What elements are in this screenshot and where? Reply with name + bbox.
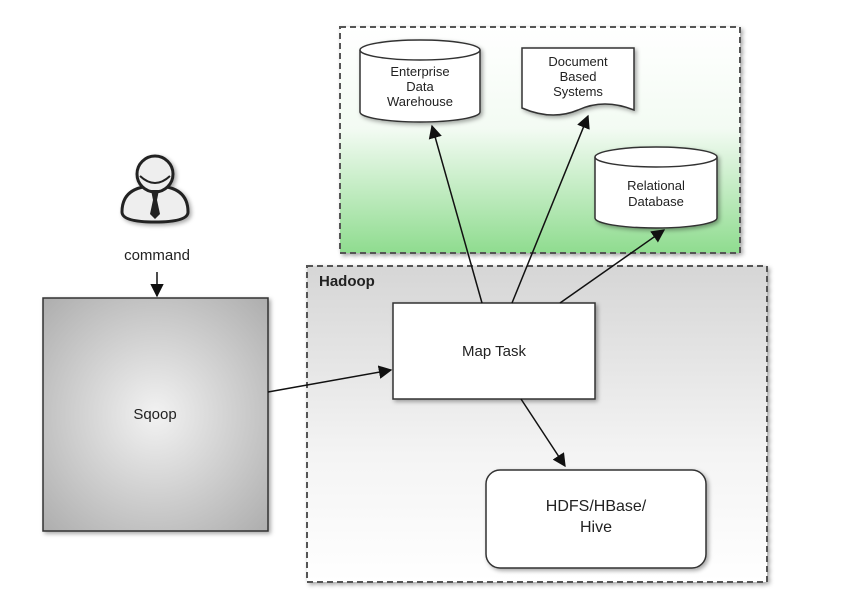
document-label-line-1: Document [548, 54, 608, 69]
arrow-sqoop-to-map-task [267, 365, 393, 393]
sqoop-box [42, 297, 269, 532]
hadoop-group-title: Hadoop [319, 273, 375, 290]
arrow-map-task-to-relational-db [559, 229, 666, 304]
enterprise-dw-label-line-2: Data [406, 79, 434, 94]
relational-label-line-2: Database [628, 194, 684, 209]
storage-label-line-1: HDFS/HBase/ [546, 498, 647, 515]
storage-label-line-2: Hive [580, 519, 612, 536]
enterprise-dw-label-line-3: Warehouse [387, 94, 453, 109]
document-based-systems [521, 47, 635, 116]
hdfs-hbase-hive-box [485, 469, 707, 569]
enterprise-dw-label-line-1: Enterprise [390, 64, 449, 79]
document-label-line-2: Based [560, 69, 597, 84]
command-label: command [124, 247, 190, 264]
arrow-map-task-to-storage [520, 398, 566, 468]
relational-database [594, 146, 718, 229]
relational-label-line-1: Relational [627, 178, 685, 193]
arrow-map-task-to-enterprise-dw [428, 124, 483, 304]
arrow-map-task-to-document-systems [511, 114, 590, 304]
enterprise-data-warehouse [359, 39, 481, 123]
user-icon [120, 154, 190, 224]
map-task-label: Map Task [462, 343, 526, 360]
map-task-box [392, 302, 596, 400]
sqoop-label: Sqoop [133, 406, 176, 423]
document-label-line-3: Systems [553, 84, 603, 99]
